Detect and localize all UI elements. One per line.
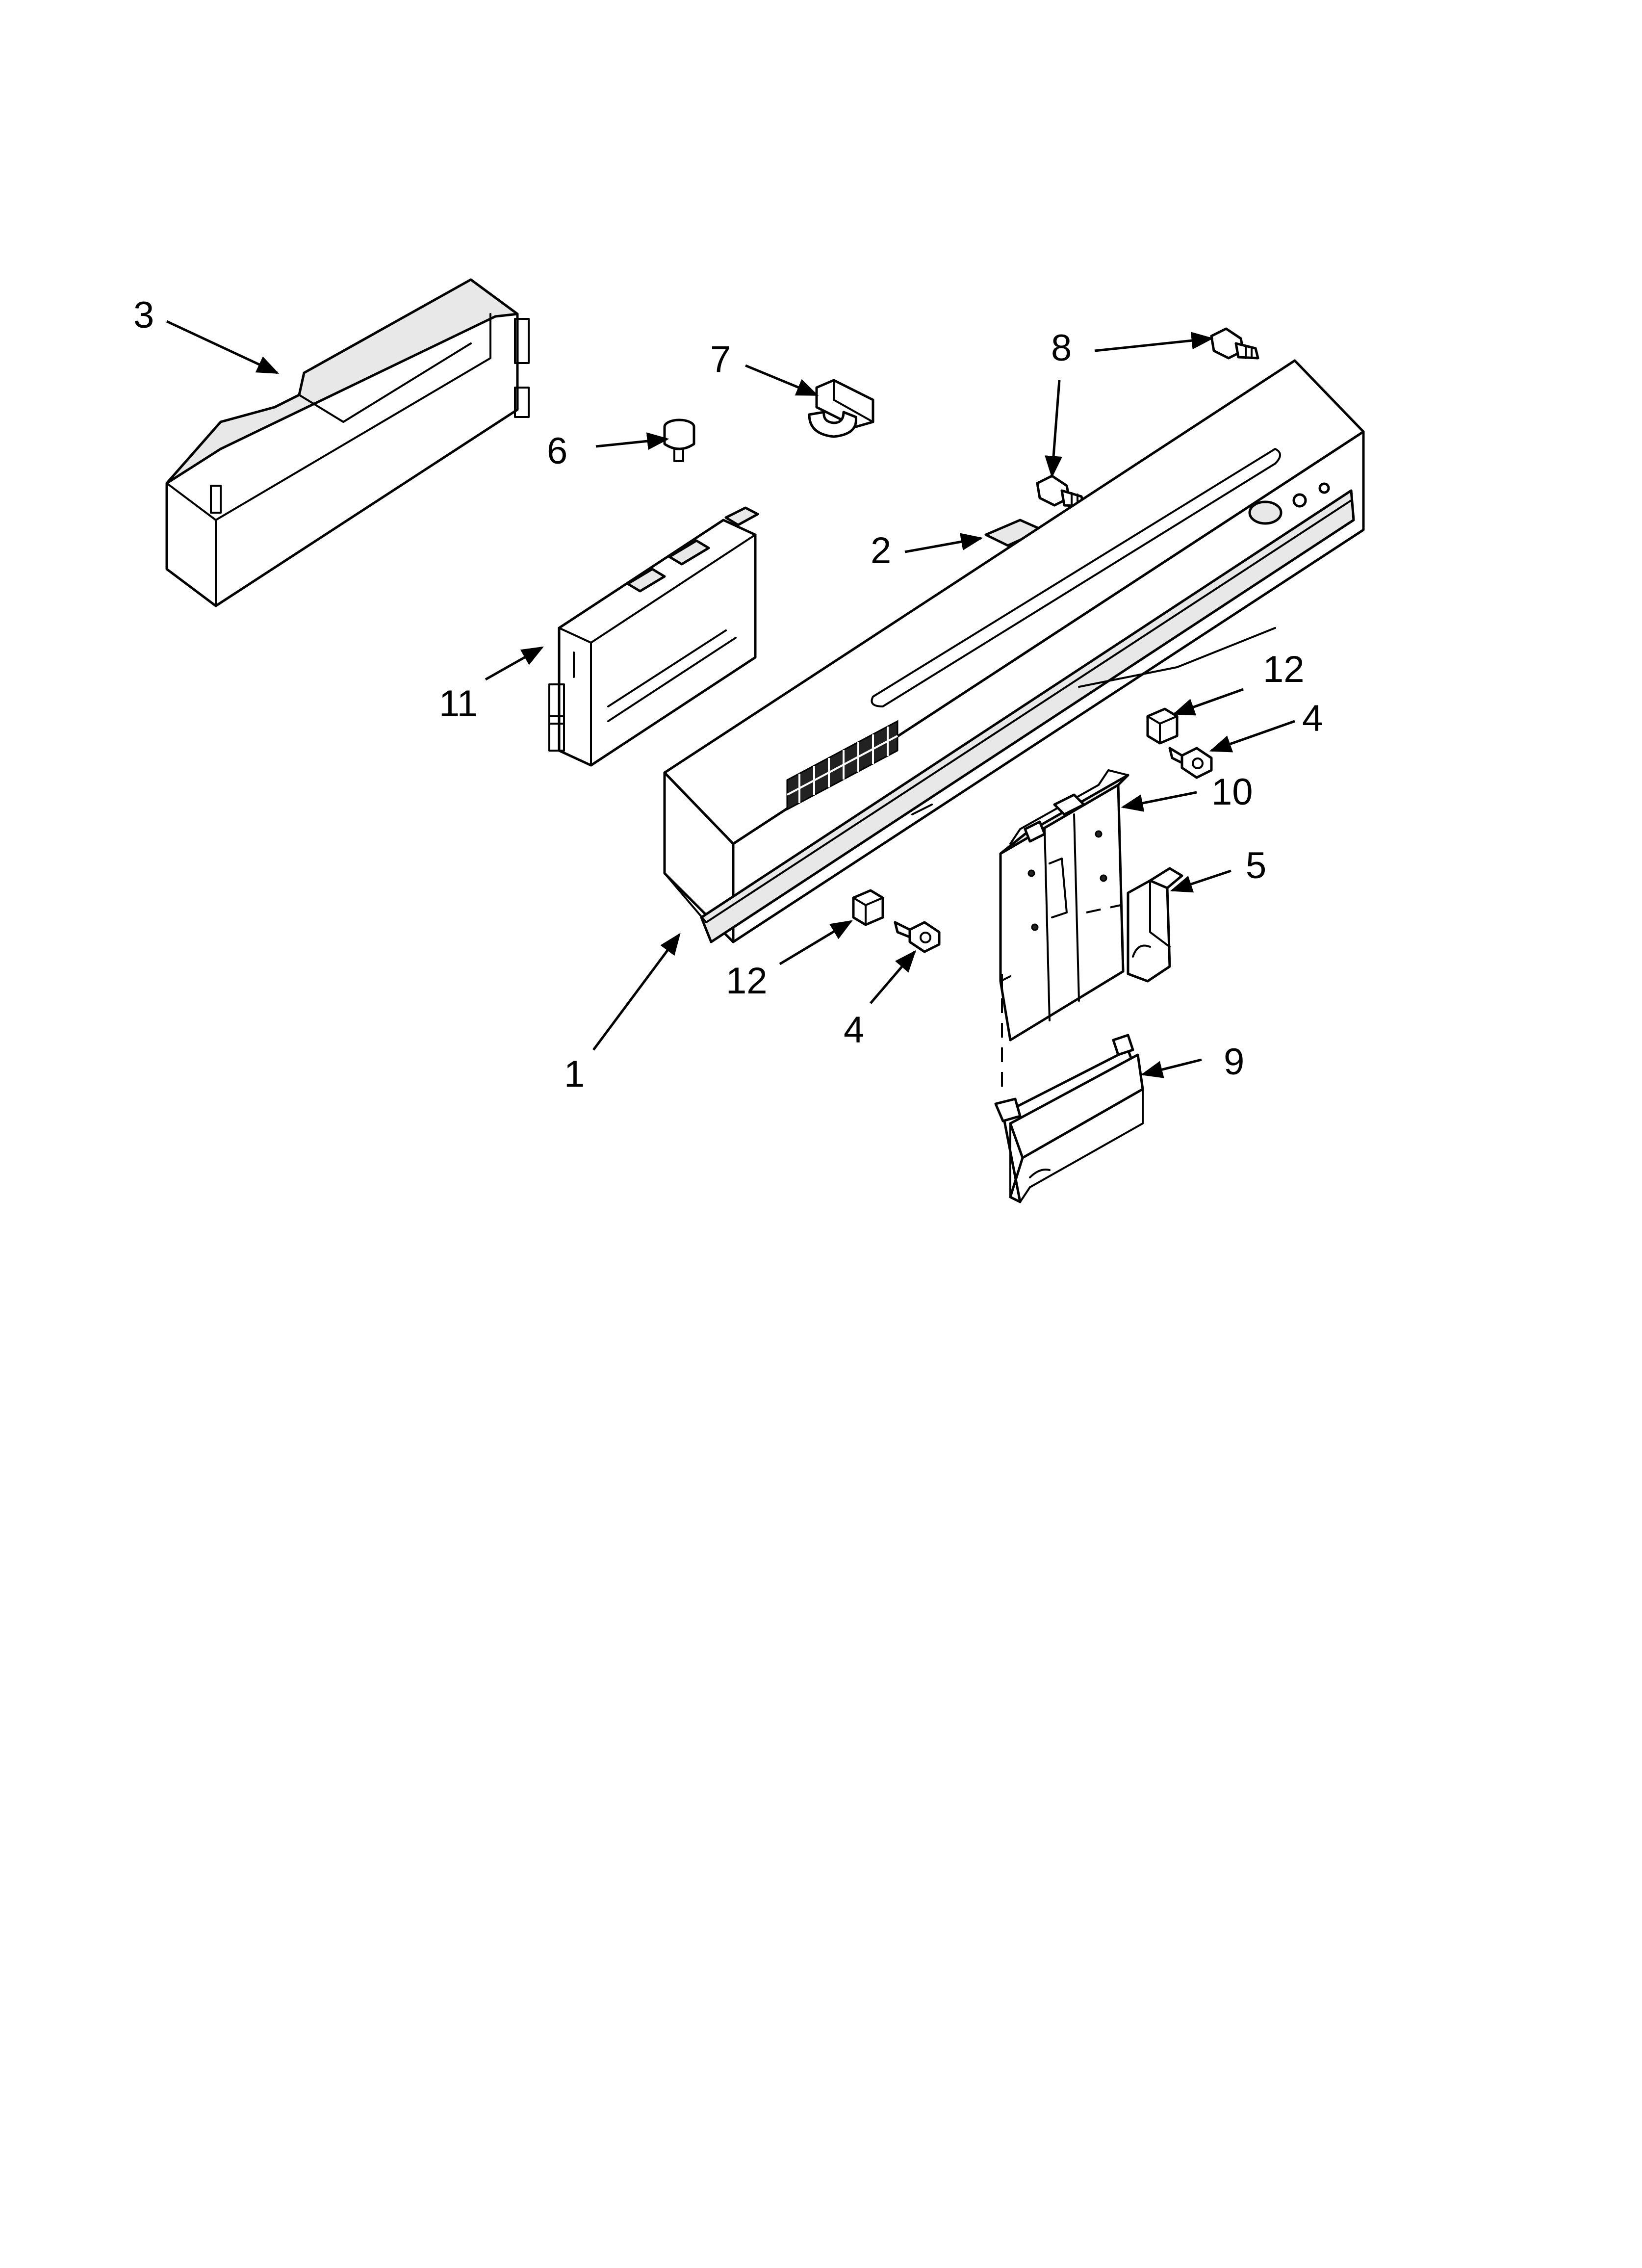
callout-9: 9 <box>1224 1041 1244 1083</box>
part-11-control-board <box>548 506 759 767</box>
part-10-bracket <box>999 769 1129 1042</box>
part-7-clip <box>808 379 874 438</box>
part-1-control-panel <box>663 359 1365 943</box>
callout-1: 1 <box>564 1053 585 1095</box>
callout-labels: 3 7 8 6 2 11 12 4 10 5 12 4 1 9 <box>133 294 1323 1095</box>
callout-4-upper: 4 <box>1302 698 1323 739</box>
callout-7: 7 <box>710 339 731 380</box>
callout-8: 8 <box>1051 327 1072 369</box>
leader-lines <box>166 320 1295 1078</box>
callout-3: 3 <box>133 294 154 336</box>
alignment-line-horizontal <box>1086 904 1121 913</box>
part-12-clip-upper <box>1146 707 1179 745</box>
callout-5: 5 <box>1246 845 1266 886</box>
callout-11: 11 <box>439 683 478 725</box>
part-9-bottom-bracket <box>994 1034 1144 1203</box>
callout-12-lower: 12 <box>726 960 768 1002</box>
callout-4-lower: 4 <box>844 1009 864 1051</box>
part-6-knob <box>663 418 695 462</box>
part-4-screw-upper <box>1168 747 1213 779</box>
callout-2: 2 <box>871 530 891 572</box>
part-8-screw-upper <box>1210 327 1259 360</box>
part-3-trim-cover <box>165 278 530 607</box>
part-12-clip-lower <box>852 889 884 926</box>
callout-12-upper: 12 <box>1263 649 1305 690</box>
part-4-screw-lower <box>894 921 941 953</box>
part-5-side-clip <box>1127 867 1183 983</box>
callout-6: 6 <box>547 430 567 472</box>
callout-10: 10 <box>1211 771 1253 813</box>
